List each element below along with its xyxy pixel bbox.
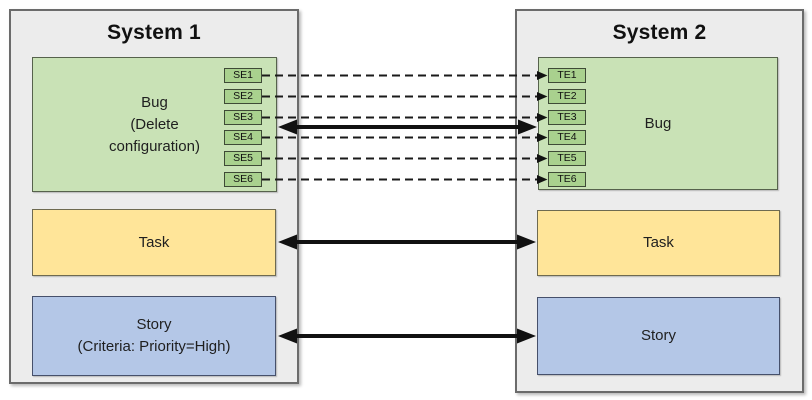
system2-bug-entity: Bug TE1 TE2 TE3 TE4 TE5 TE6	[538, 57, 778, 190]
field-se1: SE1	[224, 68, 262, 83]
solid-double-arrow-bug	[278, 119, 537, 135]
field-te5: TE5	[548, 151, 586, 166]
dashed-arrow-se1-te1	[262, 71, 548, 80]
field-se3: SE3	[224, 110, 262, 125]
field-se5: SE5	[224, 151, 262, 166]
system1-story-label-line2: (Criteria: Priority=High)	[77, 338, 231, 355]
field-te1: TE1	[548, 68, 586, 83]
system1-story-entity: Story (Criteria: Priority=High)	[32, 296, 276, 376]
dashed-arrow-se5-te5	[262, 154, 548, 163]
system1-bug-label-line2: (Delete	[130, 115, 179, 133]
field-se2: SE2	[224, 89, 262, 104]
system1-bug-entity: Bug (Delete configuration) SE1 SE2 SE3 S…	[32, 57, 277, 192]
solid-double-arrow-task	[278, 234, 536, 250]
system2-story-entity: Story	[537, 297, 780, 375]
system2-title: System 2	[612, 21, 707, 44]
field-se6: SE6	[224, 172, 262, 187]
system1-task-label: Task	[138, 233, 170, 251]
system2-task-label: Task	[643, 234, 674, 251]
system1-story-label-line1: Story	[136, 316, 172, 333]
dashed-arrow-se2-te2	[262, 92, 548, 101]
field-te2: TE2	[548, 89, 586, 104]
system1-box: System 1 Bug (Delete configuration) SE1 …	[9, 9, 299, 384]
system2-task-entity: Task	[537, 210, 780, 276]
field-te4: TE4	[548, 130, 586, 145]
system2-story-label: Story	[640, 327, 676, 344]
system1-bug-label-line3: configuration)	[109, 137, 200, 155]
system2-bug-label: Bug	[644, 114, 672, 132]
solid-double-arrow-story	[278, 328, 536, 344]
dashed-arrow-se6-te6	[262, 175, 548, 184]
field-se4: SE4	[224, 130, 262, 145]
dashed-arrow-se3-te3	[262, 113, 548, 122]
system1-title: System 1	[107, 21, 201, 44]
field-te3: TE3	[548, 110, 586, 125]
system2-box: System 2 Bug TE1 TE2 TE3 TE4 TE5 TE6 Tas…	[515, 9, 804, 393]
dashed-arrow-se4-te4	[262, 133, 548, 142]
system1-task-entity: Task	[32, 209, 276, 276]
field-te6: TE6	[548, 172, 586, 187]
system1-bug-label-line1: Bug	[141, 93, 168, 111]
